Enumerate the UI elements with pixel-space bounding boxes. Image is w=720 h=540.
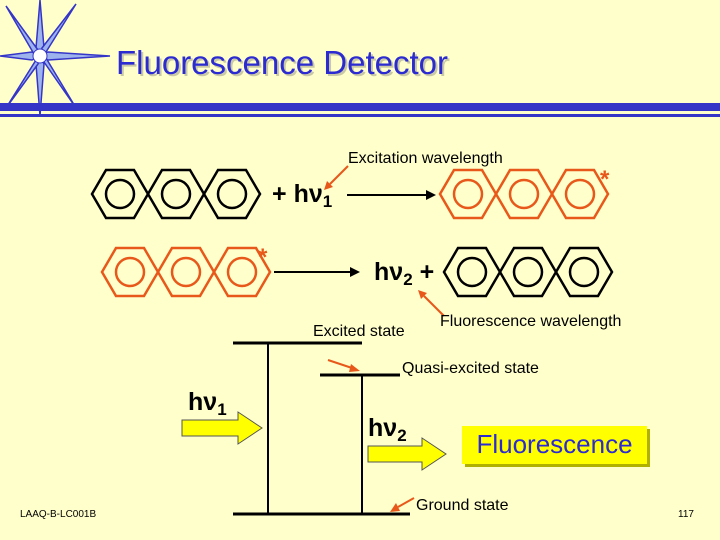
hv1-energy-label: hν1 (188, 388, 227, 420)
hv1-light-arrow (181, 411, 263, 445)
page-number: 117 (678, 509, 694, 520)
emission-arrow (274, 267, 360, 277)
anthracene-ground-molecule (90, 168, 262, 220)
plus-sign: + (419, 258, 435, 286)
hv-subscript: 1 (217, 400, 227, 419)
footer-code: LAAQ-B-LC001B (20, 509, 97, 520)
hv2-light-arrow (367, 437, 447, 471)
excited-state-label: Excited state (313, 323, 405, 340)
anthracene-excited-molecule-top (438, 168, 610, 220)
anthracene-ground-molecule-right (442, 246, 614, 298)
title-rule (0, 103, 720, 111)
hv-subscript: 2 (397, 426, 407, 445)
hv-symbol: hν (188, 388, 218, 416)
quasi-excited-state-label: Quasi-excited state (402, 360, 539, 377)
plus-sign: + (272, 180, 287, 208)
hv-subscript: 1 (322, 192, 333, 211)
hv-symbol: hν (293, 180, 323, 208)
hv-subscript: 2 (403, 270, 413, 289)
star-logo (0, 0, 111, 117)
excitation-pointer-arrow (324, 165, 349, 190)
ground-state-label: Ground state (416, 497, 509, 514)
hv-symbol: hν (374, 258, 404, 286)
slide-title: Fluorescence Detector (116, 44, 448, 81)
energy-level-diagram (233, 341, 415, 516)
anthracene-excited-molecule-left (100, 246, 272, 298)
excitation-arrow (347, 190, 436, 200)
title-rule-thin (0, 114, 720, 117)
hv2-plus-label: hν2 + (374, 258, 434, 290)
hv2-energy-label: hν2 (368, 414, 407, 446)
fluorescence-wavelength-label: Fluorescence wavelength (440, 313, 622, 330)
excited-marker-left: * (258, 244, 268, 271)
fluorescence-highlight-box (462, 426, 647, 464)
plus-hv1-label: + hν1 (272, 180, 332, 212)
fluorescence-pointer-arrow (418, 290, 445, 317)
fluorescence-label: Fluorescence (476, 429, 633, 459)
hv-symbol: hν (368, 414, 398, 442)
excited-marker-top: * (600, 166, 610, 193)
excitation-wavelength-label: Excitation wavelength (348, 150, 503, 167)
